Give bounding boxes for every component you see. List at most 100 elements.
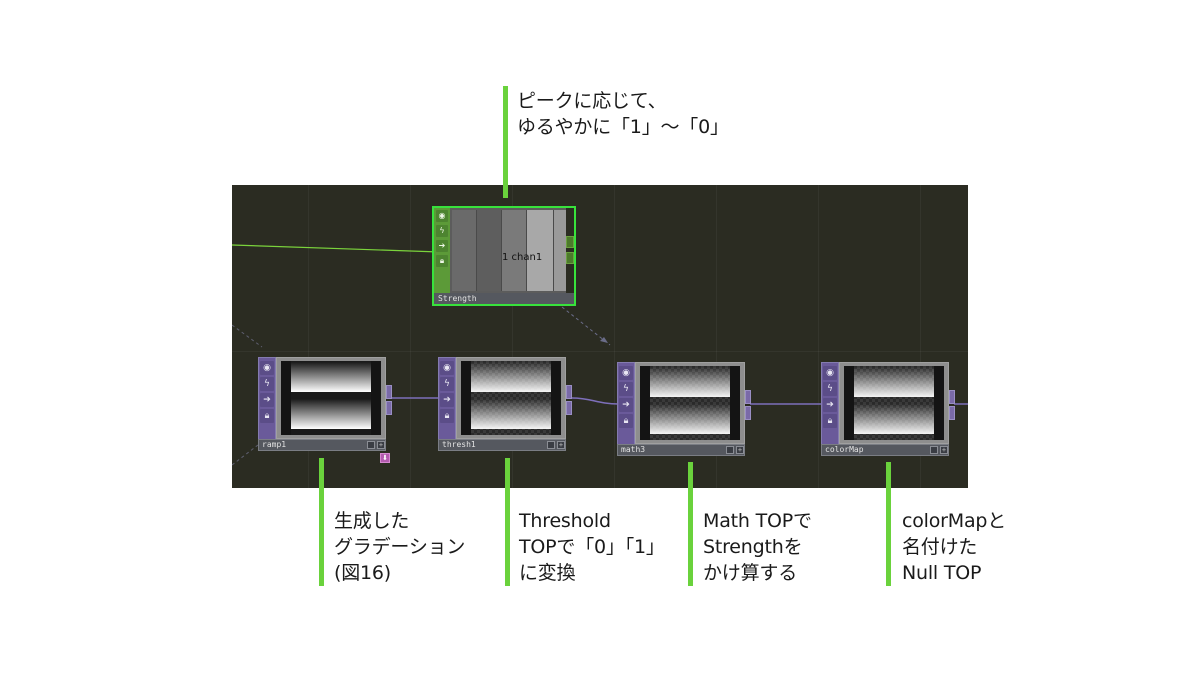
- callout-text-line: 名付けた: [902, 536, 978, 558]
- colormap-top-node[interactable]: ◉ ϟ ➔ 🔒︎ colorMap +: [821, 362, 955, 456]
- callout-strength: ピークに応じて、 ゆるやかに「1」〜「0」: [517, 88, 729, 140]
- chop-column: [527, 210, 554, 291]
- callout-text-line: colorMapと: [902, 510, 1007, 532]
- cook-flag-icon[interactable]: ϟ: [436, 225, 448, 237]
- callout-text-line: Threshold: [519, 510, 611, 532]
- lock-icon[interactable]: 🔒︎: [260, 409, 274, 423]
- lock-icon[interactable]: 🔒︎: [619, 414, 633, 428]
- viewer-icon[interactable]: ◉: [823, 366, 837, 380]
- chop-column: [452, 210, 477, 291]
- chop-column: [477, 210, 502, 291]
- cook-flag-icon[interactable]: ϟ: [619, 382, 633, 396]
- output-connector[interactable]: [566, 401, 572, 415]
- node-name-label[interactable]: thresh1 +: [438, 439, 566, 451]
- output-connector[interactable]: [745, 406, 751, 420]
- math-preview: [640, 366, 740, 440]
- reference-wire-left-bottom: [232, 444, 259, 466]
- callout-ramp1: 生成した グラデーション (図16): [334, 508, 465, 586]
- callout-text-line: (図16): [334, 562, 392, 584]
- threshold-preview: [461, 361, 561, 435]
- node-name-text: ramp1: [262, 440, 287, 449]
- channel-readout: 1 chan1: [502, 252, 543, 263]
- top-viewer: [456, 357, 566, 439]
- top-viewer: [839, 362, 949, 444]
- viewer-icon[interactable]: ◉: [440, 361, 454, 375]
- callout-line-colormap: [886, 462, 891, 586]
- node-name-label[interactable]: math3 +: [617, 444, 745, 456]
- node-name-text: colorMap: [825, 445, 864, 454]
- colormap-preview: [844, 366, 944, 440]
- callout-text-line: 生成した: [334, 510, 410, 532]
- math3-top-node[interactable]: ◉ ϟ ➔ 🔒︎ math3 +: [617, 362, 751, 456]
- callout-math3: Math TOPで Strengthを かけ算する: [703, 508, 812, 586]
- bypass-arrow-icon[interactable]: ➔: [436, 240, 448, 252]
- node-side-controls: ◉ ϟ ➔ 🔒︎: [821, 362, 839, 456]
- bypass-arrow-icon[interactable]: ➔: [260, 393, 274, 407]
- node-side-controls: ◉ ϟ ➔ 🔒︎: [258, 357, 276, 451]
- add-icon[interactable]: +: [377, 441, 385, 449]
- add-icon[interactable]: +: [940, 446, 948, 454]
- output-connector[interactable]: [949, 406, 955, 420]
- callout-text-line: Strengthを: [703, 536, 803, 558]
- output-connector[interactable]: [386, 385, 392, 399]
- output-connector[interactable]: [745, 390, 751, 404]
- ramp1-top-node[interactable]: ◉ ϟ ➔ 🔒︎ ramp1 +: [258, 357, 392, 451]
- viewer-icon[interactable]: ◉: [619, 366, 633, 380]
- network-editor-canvas[interactable]: ◉ ϟ ➔ 🔒︎ 1 chan1 Strength ◉ ϟ ➔ 🔒︎: [232, 185, 968, 488]
- node-name-label[interactable]: Strength: [434, 293, 574, 304]
- callout-text-line: ゆるやかに「1」〜「0」: [517, 116, 729, 138]
- node-name-label[interactable]: colorMap +: [821, 444, 949, 456]
- add-icon[interactable]: +: [557, 441, 565, 449]
- callout-line-thresh1: [505, 458, 510, 586]
- cook-flag-icon[interactable]: ϟ: [440, 377, 454, 391]
- add-icon[interactable]: +: [736, 446, 744, 454]
- callout-line-math3: [688, 462, 693, 586]
- cook-flag-icon[interactable]: ϟ: [260, 377, 274, 391]
- bypass-arrow-icon[interactable]: ➔: [823, 398, 837, 412]
- viewer-icon[interactable]: ◉: [436, 210, 448, 222]
- thresh1-top-node[interactable]: ◉ ϟ ➔ 🔒︎ thresh1 +: [438, 357, 572, 451]
- lock-icon[interactable]: 🔒︎: [436, 255, 448, 267]
- callout-text-line: グラデーション: [334, 536, 466, 558]
- cook-flag-icon[interactable]: ϟ: [823, 382, 837, 396]
- bypass-arrow-icon[interactable]: ➔: [619, 398, 633, 412]
- node-flag-icon[interactable]: [930, 446, 938, 454]
- callout-text-line: ピークに応じて、: [517, 90, 667, 112]
- output-connector[interactable]: [566, 252, 574, 264]
- node-side-controls: ◉ ϟ ➔ 🔒︎: [434, 208, 451, 293]
- chop-viewer: 1 chan1: [450, 208, 566, 293]
- node-name-text: math3: [621, 445, 646, 454]
- lock-icon[interactable]: 🔒︎: [440, 409, 454, 423]
- node-flag-icon[interactable]: [367, 441, 375, 449]
- wire-arrowhead: [600, 337, 608, 343]
- wire-layer: [232, 244, 968, 466]
- strength-chop-node[interactable]: ◉ ϟ ➔ 🔒︎ 1 chan1 Strength: [432, 206, 576, 306]
- output-connector[interactable]: [566, 236, 574, 248]
- callout-text-line: Null TOP: [902, 562, 982, 584]
- top-viewer: [635, 362, 745, 444]
- reference-wire-strength-math3: [561, 306, 611, 346]
- ramp-preview: [281, 361, 381, 435]
- chop-input-wire: [232, 244, 441, 253]
- bypass-arrow-icon[interactable]: ➔: [440, 393, 454, 407]
- node-flag-icon[interactable]: [547, 441, 555, 449]
- callout-text-line: かけ算する: [703, 562, 798, 584]
- node-flag-icon[interactable]: [726, 446, 734, 454]
- callout-text-line: TOPで「0」「1」: [519, 536, 665, 558]
- reference-wire-left-top: [232, 324, 263, 348]
- callout-line-ramp1: [319, 458, 324, 586]
- export-flag-icon[interactable]: ⬇: [380, 453, 390, 463]
- node-name-label[interactable]: ramp1 +: [258, 439, 386, 451]
- viewer-icon[interactable]: ◉: [260, 361, 274, 375]
- callout-line-strength: [503, 86, 508, 198]
- node-side-controls: ◉ ϟ ➔ 🔒︎: [617, 362, 635, 456]
- output-connector[interactable]: [566, 385, 572, 399]
- output-connector[interactable]: [949, 390, 955, 404]
- top-viewer: [276, 357, 386, 439]
- chop-column: [502, 210, 527, 291]
- callout-text-line: に変換: [519, 562, 576, 584]
- lock-icon[interactable]: 🔒︎: [823, 414, 837, 428]
- output-connector[interactable]: [386, 401, 392, 415]
- callout-colormap: colorMapと 名付けた Null TOP: [902, 508, 1006, 586]
- callout-thresh1: Threshold TOPで「0」「1」 に変換: [519, 508, 665, 586]
